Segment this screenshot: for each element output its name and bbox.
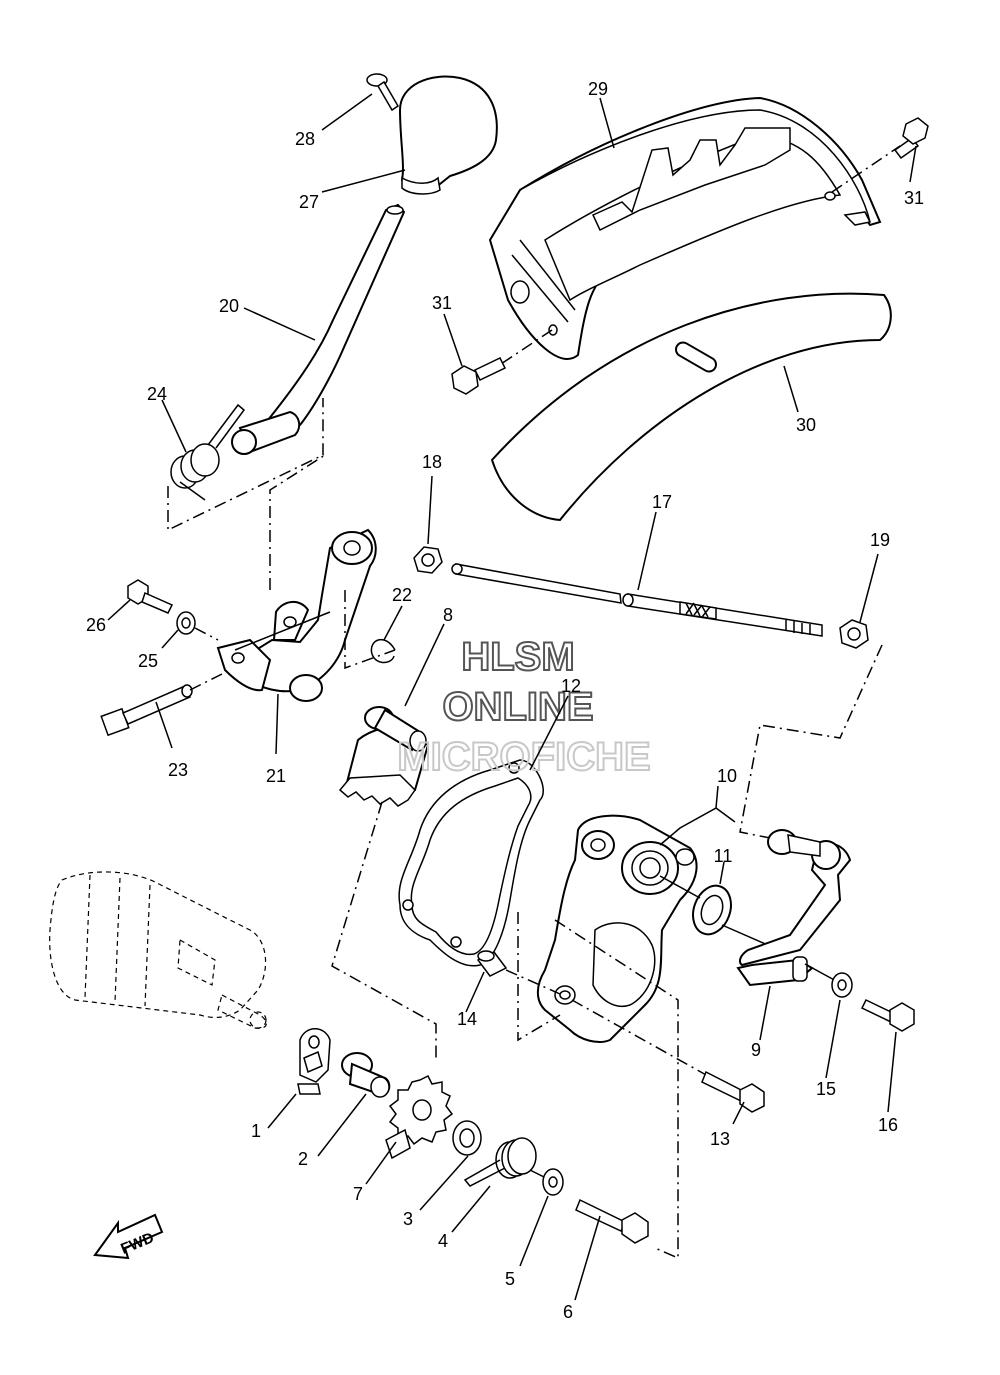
callout-20: 20: [219, 296, 239, 316]
part-30-cover-panel: [490, 292, 892, 522]
callout-29: 29: [588, 79, 608, 99]
callout-9: 9: [751, 1040, 761, 1060]
part-7-stopper-star: [385, 1074, 454, 1160]
watermark: HLSM ONLINE MICROFICHE: [396, 634, 651, 780]
part-28-knob-bolt: [366, 73, 400, 112]
callout-27: 27: [299, 192, 319, 212]
callout-5: 5: [505, 1269, 515, 1289]
callout-17: 17: [652, 492, 672, 512]
callout-18: 18: [422, 452, 442, 472]
callout-19: 19: [870, 530, 890, 550]
part-19-nut: [839, 619, 869, 649]
forward-direction-arrow: FWD: [93, 1213, 164, 1260]
part-26-bolt: [127, 579, 174, 614]
part-5-washer: [542, 1168, 564, 1196]
callout-15: 15: [816, 1079, 836, 1099]
callout-8: 8: [443, 605, 453, 625]
part-8-sector-shaft: [338, 706, 430, 807]
part-9-shift-arm: [736, 829, 852, 987]
part-3-washer: [452, 1120, 482, 1156]
part-12-gasket: [398, 759, 544, 967]
callout-30: 30: [796, 415, 816, 435]
callout-10: 10: [717, 766, 737, 786]
part-23-bolt: [100, 684, 193, 737]
callout-25: 25: [138, 651, 158, 671]
callout-12: 12: [561, 676, 581, 696]
callout-1: 1: [251, 1121, 261, 1141]
callout-11: 11: [714, 846, 733, 866]
part-16-bolt: [860, 999, 915, 1032]
callout-6: 6: [563, 1302, 573, 1322]
part-29-shift-gate: [488, 96, 882, 360]
shift-drum-reference: [49, 871, 267, 1029]
callout-13: 13: [710, 1129, 730, 1149]
part-27-shift-knob: [398, 75, 498, 195]
watermark-line-3: MICROFICHE: [397, 735, 650, 779]
part-10-housing: [536, 814, 698, 1043]
callout-3: 3: [403, 1209, 413, 1229]
callout-7: 7: [353, 1184, 363, 1204]
callout-14: 14: [457, 1009, 477, 1029]
watermark-line-2: ONLINE: [442, 685, 593, 729]
part-1-segment: [297, 1028, 331, 1095]
callout-16: 16: [878, 1115, 898, 1135]
part-20-shift-lever: [231, 203, 406, 455]
part-15-washer: [831, 972, 853, 998]
callout-26: 26: [86, 615, 106, 635]
part-31-screw-left: [451, 329, 553, 395]
callout-24: 24: [147, 384, 167, 404]
callout-numbers: 1 2 3 4 5 6 7 8 9 10 11 12 13 14 15 16 1…: [86, 79, 924, 1322]
watermark-line-1: HLSM: [461, 635, 574, 679]
part-25-washer: [176, 611, 196, 635]
callout-2: 2: [298, 1149, 308, 1169]
callout-28: 28: [295, 129, 315, 149]
part-24-spring: [170, 403, 246, 501]
callout-22: 22: [392, 585, 412, 605]
part-31-screw-right: [831, 117, 929, 193]
part-18-nut: [413, 546, 443, 574]
part-21-shift-arm: [216, 528, 377, 702]
part-22-circlip: [370, 638, 396, 664]
part-2-collar: [341, 1052, 391, 1098]
callout-4: 4: [438, 1231, 448, 1251]
part-6-bolt: [575, 1198, 649, 1244]
part-4-torsion-spring: [463, 1137, 551, 1187]
leader-lines: [107, 93, 917, 1301]
callout-31-left: 31: [432, 293, 452, 313]
part-11-oil-seal: [692, 884, 732, 936]
part-13-bolt: [701, 1070, 765, 1113]
part-14-dowel: [476, 950, 508, 977]
part-17-shift-rod: [451, 563, 823, 637]
callout-21: 21: [266, 766, 286, 786]
callout-23: 23: [168, 760, 188, 780]
callout-31-right: 31: [904, 188, 924, 208]
